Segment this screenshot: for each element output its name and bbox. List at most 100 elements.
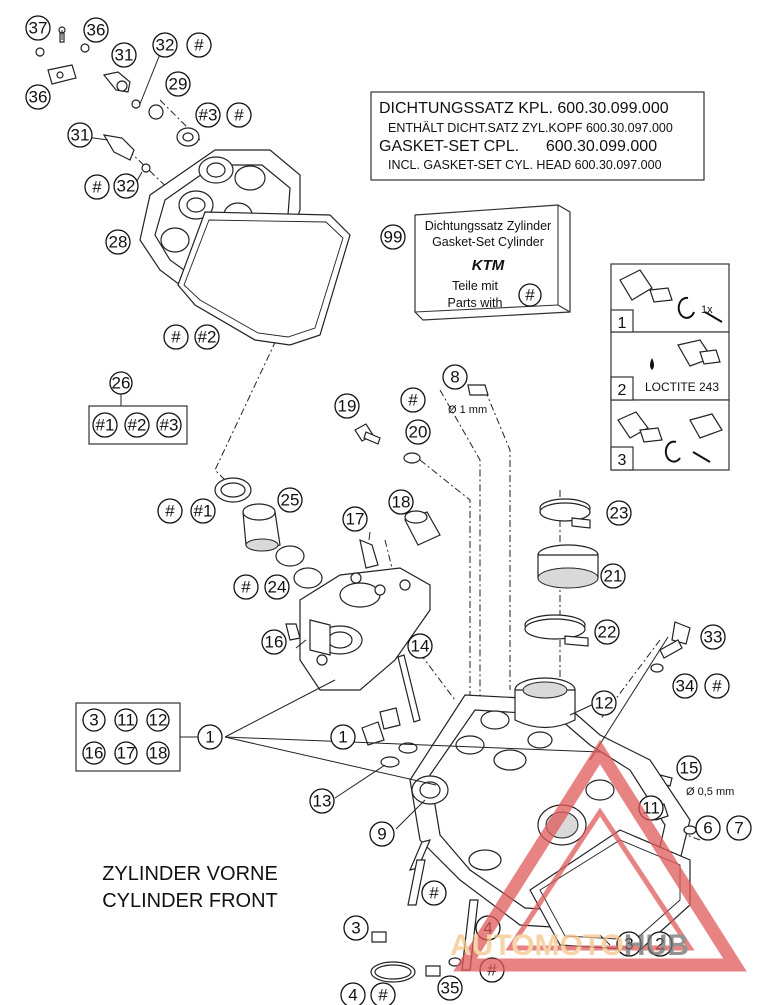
callout-label: # <box>712 677 722 696</box>
callout-circle <box>695 815 721 841</box>
gasket-line-2: ENTHÄLT DICHT.SATZ ZYL.KOPF 600.30.097.0… <box>388 121 673 135</box>
callout-circle <box>606 500 632 526</box>
upper-right-parts <box>354 384 691 787</box>
callout-label: # <box>378 986 388 1005</box>
group-1-item: 16 <box>85 744 104 763</box>
callout-circle <box>186 32 212 58</box>
dim-9: Ø 0,5 mm <box>686 786 734 798</box>
callout-circle <box>67 122 93 148</box>
dim-8: Ø 1 mm <box>448 404 487 416</box>
group-26: 26 #1 #2 #3 <box>88 371 188 445</box>
callout-label: 24 <box>268 578 287 597</box>
kit-99-callout: 99 <box>384 228 403 247</box>
callout-circle <box>334 393 360 419</box>
callout-label: 23 <box>610 504 629 523</box>
callout-circle <box>594 619 620 645</box>
callout-circle <box>25 84 51 110</box>
callout-label: 32 <box>156 36 175 55</box>
callout-circle <box>700 624 726 650</box>
callout-circle <box>233 574 259 600</box>
callout-label: 15 <box>680 759 699 778</box>
callout-label: 3 <box>351 919 360 938</box>
callout-label: 4 <box>348 986 357 1005</box>
callout-circle <box>340 982 366 1005</box>
callout-label: 16 <box>265 633 284 652</box>
gasket-line-1: DICHTUNGSSATZ KPL. 600.30.099.000 <box>379 100 669 117</box>
group-1-item: 11 <box>117 711 135 730</box>
watermark-part-1: AUTO <box>450 929 534 962</box>
callout-circle <box>400 387 426 413</box>
callout-circle <box>25 15 51 41</box>
callout-circle <box>163 324 189 350</box>
callout-circle <box>343 915 369 941</box>
callout-circle <box>277 487 303 513</box>
callout-circle <box>157 498 183 524</box>
callout-label: 1 <box>338 728 347 747</box>
callout-label: 17 <box>346 510 365 529</box>
kit-line-1: Dichtungssatz Zylinder <box>425 219 551 233</box>
callout-circle <box>442 364 468 390</box>
kit-box: Dichtungssatz Zylinder Gasket-Set Cylind… <box>414 204 571 321</box>
svg-text:AUTOMOTOHUB: AUTOMOTOHUB <box>450 929 689 962</box>
seal-parts <box>214 477 323 589</box>
callout-label: 13 <box>313 792 332 811</box>
callout-label: 20 <box>409 423 428 442</box>
watermark-logo: AUTOMOTOHUB <box>450 739 747 972</box>
callout-circle <box>152 32 178 58</box>
callout-circle <box>226 102 252 128</box>
step-1-number: 1 <box>618 315 627 332</box>
callout-circle <box>342 506 368 532</box>
step-2-number: 2 <box>618 382 627 399</box>
watermark-part-2: MOTO <box>534 929 623 962</box>
title-german: ZYLINDER VORNE <box>102 863 278 885</box>
callout-label: # <box>241 578 251 597</box>
callout-circle <box>261 629 287 655</box>
callout-circle <box>113 173 139 199</box>
callout-label: 33 <box>704 628 723 647</box>
gasket-line-3: GASKET-SET CPL. 600.30.099.000 <box>379 138 657 155</box>
group-1-item: 12 <box>149 711 168 730</box>
callout-label: 19 <box>338 397 357 416</box>
callout-label: 2 <box>655 935 664 954</box>
callout-circle <box>165 71 191 97</box>
callout-label: 37 <box>29 19 48 38</box>
callout-label: 11 <box>642 799 660 818</box>
callout-label: 31 <box>115 46 134 65</box>
callout-circle <box>421 880 447 906</box>
callout-circle <box>105 229 131 255</box>
callout-label: # <box>429 884 439 903</box>
group-26-item: #1 <box>96 416 115 435</box>
callout-label: 35 <box>441 979 460 998</box>
watermark-part-3: HUB <box>624 929 689 962</box>
callout-circle <box>194 324 220 350</box>
callout-label: 31 <box>71 126 90 145</box>
group-1-item: 18 <box>149 744 168 763</box>
gasket-line-4: INCL. GASKET-SET CYL. HEAD 600.30.097.00… <box>388 158 662 172</box>
callout-label: 18 <box>392 493 411 512</box>
callout-circle <box>369 821 395 847</box>
callout-circle <box>591 690 617 716</box>
callout-circle <box>195 102 221 128</box>
group-1-number: 1 <box>205 728 214 747</box>
group-1: 1 3 11 12 16 17 18 <box>75 702 223 772</box>
kit-hash-callout <box>518 283 542 307</box>
callout-label: 12 <box>595 694 614 713</box>
step-1-label: 1x <box>701 304 713 316</box>
callout-label: 36 <box>87 21 106 40</box>
callout-circle <box>370 982 396 1005</box>
callout-label: 36 <box>29 88 48 107</box>
callout-circle <box>405 419 431 445</box>
callout-label: 34 <box>676 677 695 696</box>
callout-label: #2 <box>198 328 217 347</box>
callout-label: 25 <box>281 491 300 510</box>
gasket-set-box: DICHTUNGSSATZ KPL. 600.30.099.000 ENTHÄL… <box>370 91 705 181</box>
kit-line-2: Gasket-Set Cylinder <box>432 235 544 249</box>
callout-label: # <box>194 36 204 55</box>
camshaft-bridge <box>285 539 431 691</box>
group-1-item: 17 <box>117 744 136 763</box>
callout-label: # <box>92 178 102 197</box>
callout-label: # <box>165 502 175 521</box>
callout-circle <box>309 788 335 814</box>
